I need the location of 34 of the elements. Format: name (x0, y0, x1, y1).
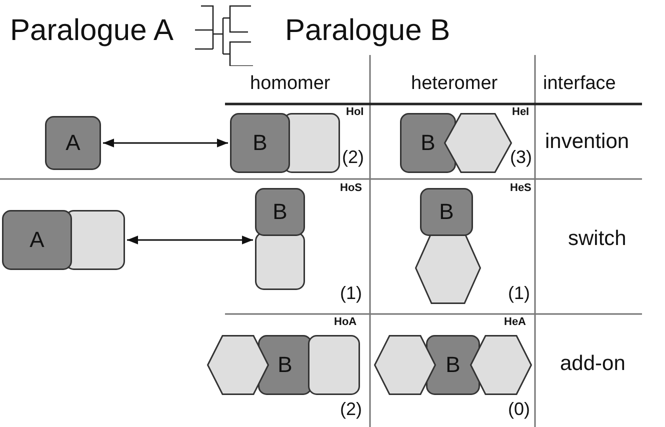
count-label: (1) (508, 284, 530, 304)
panel-code: HeI (512, 106, 530, 118)
count-label: (3) (510, 148, 532, 168)
column-header: heteromer (411, 74, 498, 95)
square-subunit (308, 335, 360, 395)
row-label: add-on (560, 352, 626, 376)
panel-code: HeS (510, 182, 532, 194)
row-label: switch (568, 227, 626, 250)
protein-subunit: A (2, 210, 72, 270)
count-label: (2) (342, 148, 364, 168)
count-label: (0) (508, 400, 530, 420)
panel-code: HoS (340, 182, 362, 194)
count-label: (1) (340, 284, 362, 304)
hexagon-subunit (470, 335, 532, 395)
count-label: (2) (340, 400, 362, 420)
protein-subunit: B (230, 113, 290, 173)
panel-code: HoA (334, 316, 357, 328)
double-arrow (103, 138, 228, 148)
protein-subunit: B (255, 188, 305, 236)
hexagon-subunit (444, 113, 512, 173)
title-text: Paralogue A (10, 14, 174, 47)
column-header: homomer (250, 74, 330, 95)
double-arrow (127, 236, 253, 244)
hexagon-subunit (374, 335, 436, 395)
panel-code: HeA (504, 316, 526, 328)
column-header: interface (543, 74, 616, 95)
protein-subunit: B (400, 113, 456, 173)
row-label: invention (545, 130, 630, 154)
title-text: Paralogue B (285, 14, 450, 47)
protein-subunit: B (420, 188, 473, 236)
panel-code: HoI (346, 106, 364, 118)
hexagon-subunit (207, 335, 269, 395)
square-subunit (255, 232, 305, 290)
protein-subunit: A (45, 116, 101, 170)
